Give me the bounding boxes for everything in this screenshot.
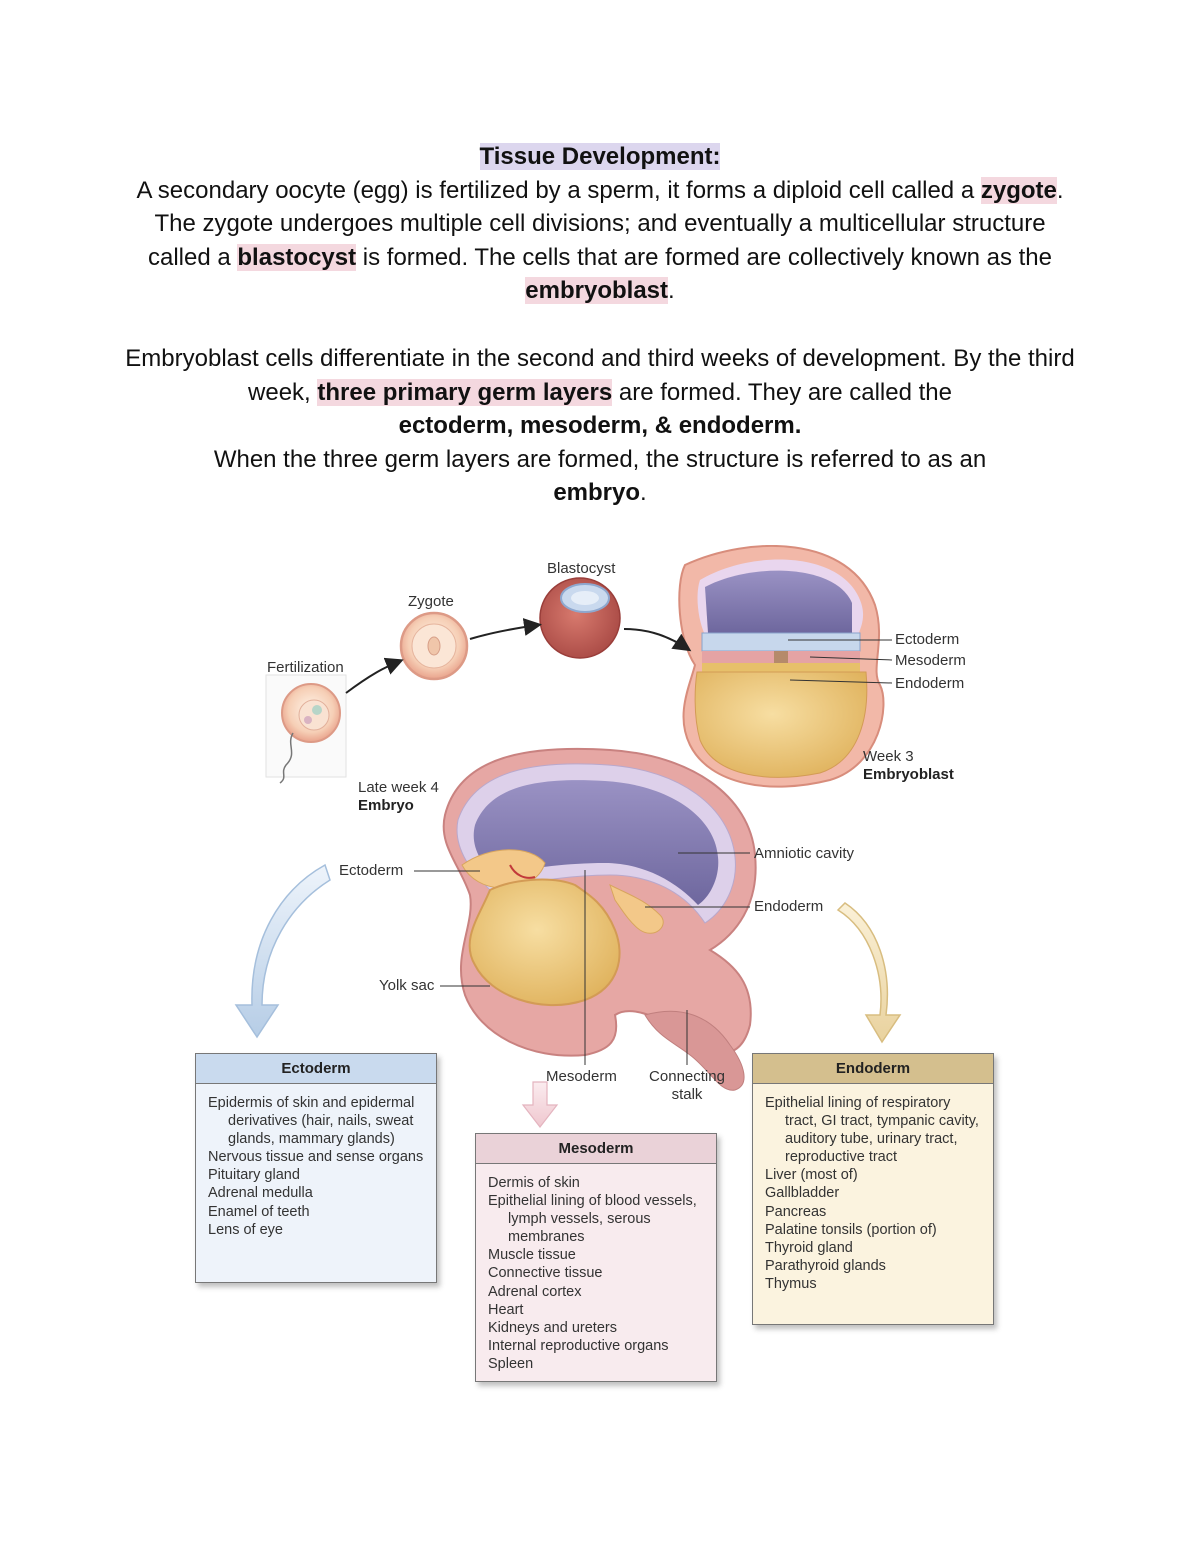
ectoderm-box-title: Ectoderm xyxy=(196,1054,436,1084)
list-item: Connective tissue xyxy=(488,1265,603,1282)
list-item: Liver (most of) xyxy=(765,1167,858,1184)
list-item: Muscle tissue xyxy=(488,1247,576,1264)
ectoderm-list: Epidermis of skin and epidermal derivati… xyxy=(196,1084,436,1247)
ectoderm-box: Ectoderm Epidermis of skin and epidermal… xyxy=(195,1053,437,1283)
label-ectoderm-top: Ectoderm xyxy=(895,631,960,648)
arrow-to-mesoderm-box xyxy=(521,1081,559,1128)
para2-text-4: . xyxy=(640,479,647,506)
tissue-development-figure: Fertilization Zygote Blastocyst Ectoderm… xyxy=(190,545,1010,1395)
label-connecting-stalk: Connecting stalk xyxy=(649,1068,725,1103)
label-mesoderm-top: Mesoderm xyxy=(895,652,966,669)
intro-text-1: A secondary oocyte (egg) is fertilized b… xyxy=(136,176,981,204)
list-item: Epithelial lining of blood vessels, lymp… xyxy=(488,1193,697,1246)
arrow-zygote-to-blastocyst xyxy=(469,618,542,640)
intro-text-3: is formed. The cells that are formed are… xyxy=(356,243,1052,271)
embryo-illustration xyxy=(442,747,757,1091)
term-blastocyst: blastocyst xyxy=(237,243,357,271)
endoderm-list: Epithelial lining of respiratory tract, … xyxy=(753,1084,993,1301)
label-week3: Week 3 xyxy=(863,748,914,765)
label-endoderm-top: Endoderm xyxy=(895,675,965,692)
zygote-illustration xyxy=(399,611,469,681)
list-item: Pancreas xyxy=(765,1203,827,1220)
fertilization-illustration xyxy=(265,674,347,784)
layer-names: ectoderm, mesoderm, & endoderm. xyxy=(398,412,802,439)
list-item: Thymus xyxy=(765,1275,817,1292)
para2-text-1: Embryoblast cells differentiate in the s… xyxy=(125,345,1075,406)
list-item: Epidermis of skin and epidermal derivati… xyxy=(208,1095,415,1148)
list-item: Adrenal medulla xyxy=(208,1185,313,1202)
label-mesoderm-bottom: Mesoderm xyxy=(546,1068,617,1085)
label-yolk-sac: Yolk sac xyxy=(379,977,435,994)
list-item: Lens of eye xyxy=(208,1221,283,1238)
list-item: Enamel of teeth xyxy=(208,1203,310,1220)
page-heading: Tissue Development: xyxy=(479,143,721,170)
label-embryo: Embryo xyxy=(358,797,414,814)
mesoderm-list: Dermis of skin Epithelial lining of bloo… xyxy=(476,1164,716,1381)
list-item: Spleen xyxy=(488,1355,534,1372)
list-item: Thyroid gland xyxy=(765,1239,853,1256)
list-item: Adrenal cortex xyxy=(488,1283,582,1300)
intro-text-2: . The zygote undergoes multiple cell div… xyxy=(148,176,1064,271)
arrow-to-endoderm-box xyxy=(836,902,902,1044)
arrow-fert-to-zygote xyxy=(345,657,404,694)
endoderm-box-title: Endoderm xyxy=(753,1054,993,1084)
list-item: Heart xyxy=(488,1301,524,1318)
endoderm-box: Endoderm Epithelial lining of respirator… xyxy=(752,1053,994,1325)
label-blastocyst: Blastocyst xyxy=(547,560,616,577)
list-item: Dermis of skin xyxy=(488,1175,580,1191)
arrow-blastocyst-to-embryoblast xyxy=(623,628,692,652)
label-amniotic-cavity: Amniotic cavity xyxy=(754,845,855,862)
germ-layer-paragraph: Embryoblast cells differentiate in the s… xyxy=(120,342,1080,510)
term-embryoblast: embryoblast xyxy=(525,277,669,304)
list-item: Parathyroid glands xyxy=(765,1257,886,1274)
label-endoderm-mid: Endoderm xyxy=(754,898,824,915)
para2-text-3: When the three germ layers are formed, t… xyxy=(213,445,987,473)
intro-paragraph: Tissue Development: A secondary oocyte (… xyxy=(120,140,1080,308)
embryoblast-illustration xyxy=(678,545,885,788)
label-late-week4: Late week 4 xyxy=(358,779,439,796)
figure-illustration xyxy=(234,545,902,1128)
label-fertilization: Fertilization xyxy=(267,659,344,676)
list-item: Pituitary gland xyxy=(208,1167,300,1184)
label-embryoblast: Embryoblast xyxy=(863,766,954,783)
term-zygote: zygote xyxy=(980,176,1057,204)
list-item: Gallbladder xyxy=(765,1185,840,1202)
label-zygote: Zygote xyxy=(408,593,454,610)
list-item: Kidneys and ureters xyxy=(488,1319,617,1336)
mesoderm-box-title: Mesoderm xyxy=(476,1134,716,1164)
para2-text-2: are formed. They are called the xyxy=(612,378,952,406)
arrow-to-ectoderm-box xyxy=(234,863,331,1039)
list-item: Nervous tissue and sense organs xyxy=(208,1149,424,1166)
term-germ-layers: three primary germ layers xyxy=(317,378,613,406)
term-embryo: embryo xyxy=(553,479,641,506)
list-item: Palatine tonsils (portion of) xyxy=(765,1221,937,1238)
blastocyst-illustration xyxy=(539,577,621,659)
list-item: Epithelial lining of respiratory tract, … xyxy=(765,1095,979,1166)
label-ectoderm-mid: Ectoderm xyxy=(339,862,404,879)
list-item: Internal reproductive organs xyxy=(488,1337,669,1354)
intro-text-4: . xyxy=(668,277,675,304)
mesoderm-box: Mesoderm Dermis of skin Epithelial linin… xyxy=(475,1133,717,1382)
